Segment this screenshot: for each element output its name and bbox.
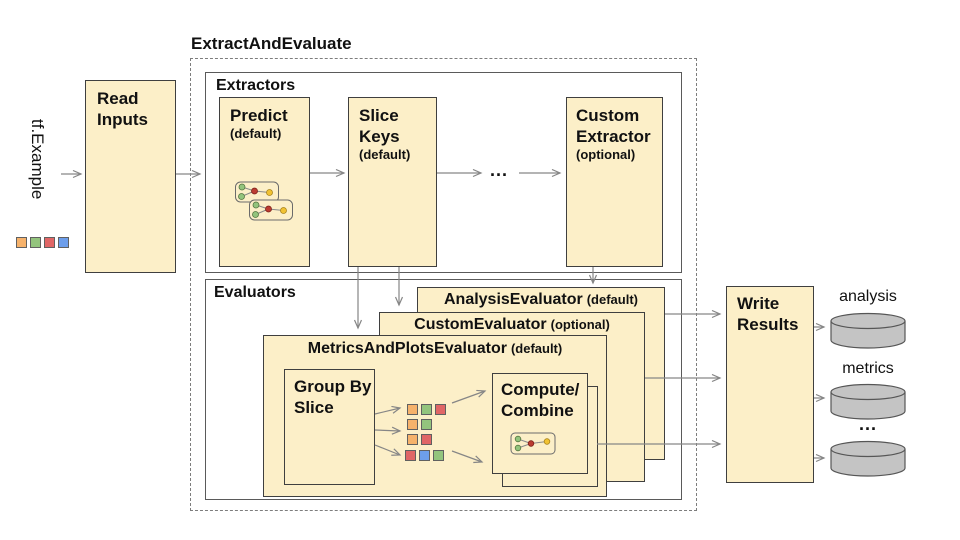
evaluators-container: Evaluators [205,279,682,500]
orange-data-square [407,404,418,415]
compute-combine-box: Compute/ Combine [492,373,588,474]
green-data-square [433,450,444,461]
metrics-database-icon [830,383,906,420]
evaluators-label: Evaluators [214,284,296,301]
metrics-output-label: metrics [842,360,894,377]
more-outputs-ellipsis: ... [858,414,877,434]
group-by-slice-label: Group By Slice [294,377,372,417]
slice-row [407,434,432,445]
extract-and-evaluate-container [190,58,697,511]
blue-data-square [58,237,69,248]
more-database-icon [830,440,906,477]
predict-label: Predict [230,106,288,125]
slice-keys-extractor-box: Slice Keys (default) [348,97,437,267]
red-data-square [435,404,446,415]
slice-keys-qualifier: (default) [359,147,411,162]
green-data-square [421,419,432,430]
extractors-label: Extractors [216,77,296,94]
custom-evaluator-label: CustomEvaluator [414,316,547,333]
tf-example-squares [16,237,69,248]
slice-row [405,450,444,461]
blue-data-square [419,450,430,461]
red-data-square [44,237,55,248]
group-by-slice-box: Group By Slice [284,369,375,485]
predict-qualifier: (default) [230,126,282,141]
orange-data-square [16,237,27,248]
red-data-square [421,434,432,445]
extractors-ellipsis: ... [490,160,509,180]
green-data-square [30,237,41,248]
read-inputs-box: Read Inputs [85,80,176,273]
analysis-database-icon [830,312,906,349]
green-data-square [421,404,432,415]
orange-data-square [407,434,418,445]
read-inputs-label: Read Inputs [97,89,148,129]
slice-row [407,419,432,430]
write-results-box: Write Results [726,286,814,483]
custom-extractor-label: Custom Extractor [576,106,651,146]
custom-evaluator-qualifier: (optional) [550,317,610,332]
analysis-output-label: analysis [839,288,897,305]
tf-example-label: tf.Example [28,119,47,200]
metrics-and-plots-evaluator-qualifier: (default) [510,341,563,356]
orange-data-square [407,419,418,430]
slice-keys-label: Slice Keys [359,106,400,146]
combine-graph-icon [510,432,556,455]
extractors-container: Extractors [205,72,682,273]
pipeline-title: ExtractAndEvaluate [191,34,352,53]
analysis-evaluator-qualifier: (default) [586,292,638,307]
write-results-label: Write Results [737,294,799,334]
metrics-and-plots-evaluator-label: MetricsAndPlotsEvaluator [307,340,507,357]
custom-extractor-qualifier: (optional) [576,147,636,162]
red-data-square [405,450,416,461]
custom-extractor-box: Custom Extractor (optional) [566,97,663,267]
model-graph-icon [235,181,293,221]
slice-row [407,404,446,415]
analysis-evaluator-label: AnalysisEvaluator [443,291,583,308]
compute-combine-label: Compute/ Combine [501,380,580,420]
